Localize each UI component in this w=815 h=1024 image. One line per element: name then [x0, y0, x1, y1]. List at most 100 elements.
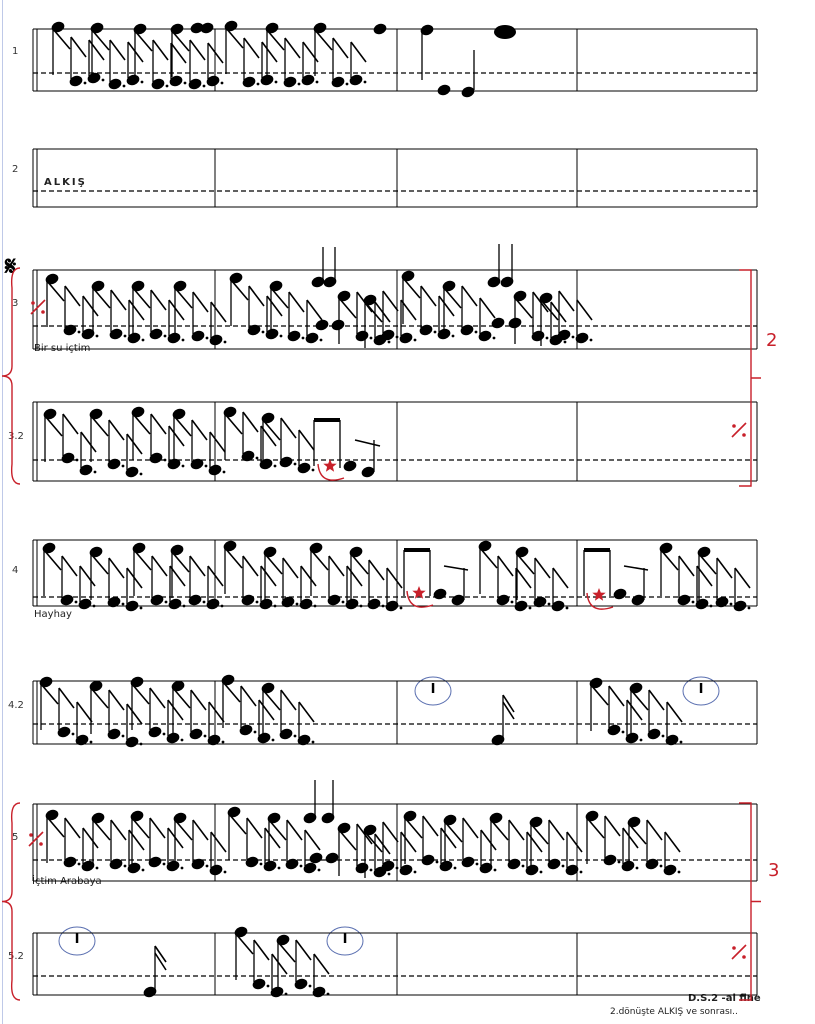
alkis-label: ALKIŞ [44, 177, 87, 188]
note-head [421, 854, 435, 866]
dot [121, 602, 125, 606]
note-flag [338, 829, 357, 851]
note-head [285, 858, 299, 870]
note-flag [548, 819, 565, 841]
dot [413, 338, 417, 342]
note-head [478, 540, 492, 552]
circled-mark: I [326, 926, 364, 956]
dot [589, 338, 593, 342]
note-flag [172, 687, 191, 709]
note-flag [134, 30, 153, 52]
note-head [697, 546, 711, 558]
note-flag [88, 39, 105, 61]
note-flag [150, 413, 167, 435]
note-head [107, 728, 121, 740]
note-flag [516, 553, 535, 575]
note-head [301, 74, 315, 86]
dot [510, 600, 514, 604]
circled-mark: I [58, 926, 96, 956]
measure-repeat-icon [732, 946, 736, 950]
dot [315, 80, 319, 84]
note-flag [64, 285, 81, 307]
note-head [309, 852, 323, 864]
note-flag [253, 939, 270, 961]
note-flag [264, 553, 283, 575]
note-flag [354, 439, 381, 447]
measure-repeat-icon [31, 301, 35, 305]
dot [220, 81, 224, 85]
note-flag [108, 419, 125, 441]
note-flag [284, 37, 301, 59]
note-head [281, 596, 295, 608]
note-flag [191, 419, 208, 441]
dot [677, 870, 681, 874]
dot [635, 866, 639, 870]
dot [293, 462, 297, 466]
dot [545, 336, 549, 340]
dot [395, 866, 399, 870]
note-beam [584, 548, 610, 552]
note-head [89, 408, 103, 420]
note-flag [462, 817, 479, 839]
note-flag [192, 291, 209, 313]
repeat-count-2: 2 [766, 330, 778, 351]
row-label-3-2: 3.2 [8, 431, 24, 442]
dot [140, 80, 144, 84]
note-flag [502, 694, 515, 720]
note-head [81, 860, 95, 872]
note-head [171, 680, 185, 692]
note-head [241, 450, 255, 462]
segno-icon: 𝄋 [5, 252, 17, 282]
note-flag [90, 553, 109, 575]
note-head [297, 734, 311, 746]
note-flag [266, 29, 285, 51]
dot [123, 864, 127, 868]
note-head [363, 824, 377, 836]
note-flag [225, 27, 244, 49]
dot [93, 470, 97, 474]
note-flag [420, 285, 437, 307]
note-head [343, 460, 357, 472]
note-flag [222, 681, 241, 703]
note-flag [300, 565, 317, 587]
dot [256, 82, 260, 86]
note-head [514, 600, 528, 612]
note-head [109, 328, 123, 340]
note-flag [61, 555, 78, 577]
note-head [513, 290, 527, 302]
note-flag [364, 831, 383, 853]
note-flag [664, 831, 681, 853]
dot [293, 734, 297, 738]
note-head [625, 732, 639, 744]
note-head [479, 862, 493, 874]
note-flag [224, 547, 243, 569]
note-head-whole [494, 25, 516, 39]
note-flag [590, 684, 609, 706]
note-flag [131, 683, 150, 705]
note-head [263, 860, 277, 872]
note-head [621, 860, 635, 872]
dot [617, 860, 621, 864]
note-flag [666, 701, 683, 723]
measure-repeat-icon [39, 842, 43, 846]
note-head [613, 588, 627, 600]
dot [77, 862, 81, 866]
note-flag [604, 815, 621, 837]
note-flag [332, 37, 349, 59]
note-head [381, 860, 395, 872]
dot [141, 868, 145, 872]
dot [203, 734, 207, 738]
note-flag [174, 287, 193, 309]
dot [183, 81, 187, 85]
note-head [265, 22, 279, 34]
note-flag [80, 431, 97, 453]
dot [313, 604, 317, 608]
note-flag [288, 291, 305, 313]
note-head [276, 934, 290, 946]
note-flag [648, 689, 665, 711]
dot [295, 602, 299, 606]
note-flag [277, 941, 296, 963]
dot [255, 456, 259, 460]
note-flag [108, 557, 125, 579]
measure-repeat-icon [731, 944, 747, 960]
